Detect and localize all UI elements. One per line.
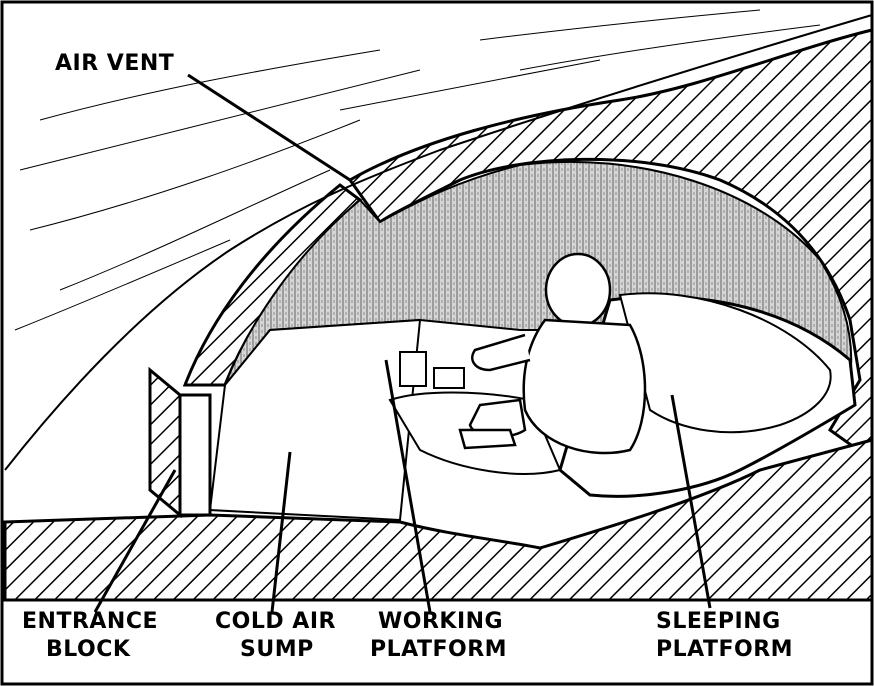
label-sleeping-platform-line1: SLEEPING [656,609,781,634]
label-sleeping-platform-line2: PLATFORM [656,637,793,662]
label-entrance-block-line2: BLOCK [46,637,131,662]
label-working-platform-line2: PLATFORM [370,637,507,662]
label-working-platform-line1: WORKING [378,609,503,634]
entrance-block-face [180,395,210,515]
label-cold-air-sump-line1: COLD AIR [215,609,336,634]
entrance-block [150,370,180,515]
label-entrance-block-line1: ENTRANCE [22,609,158,634]
label-cold-air-sump-line2: SUMP [240,637,314,662]
label-air-vent: AIR VENT [55,51,174,76]
